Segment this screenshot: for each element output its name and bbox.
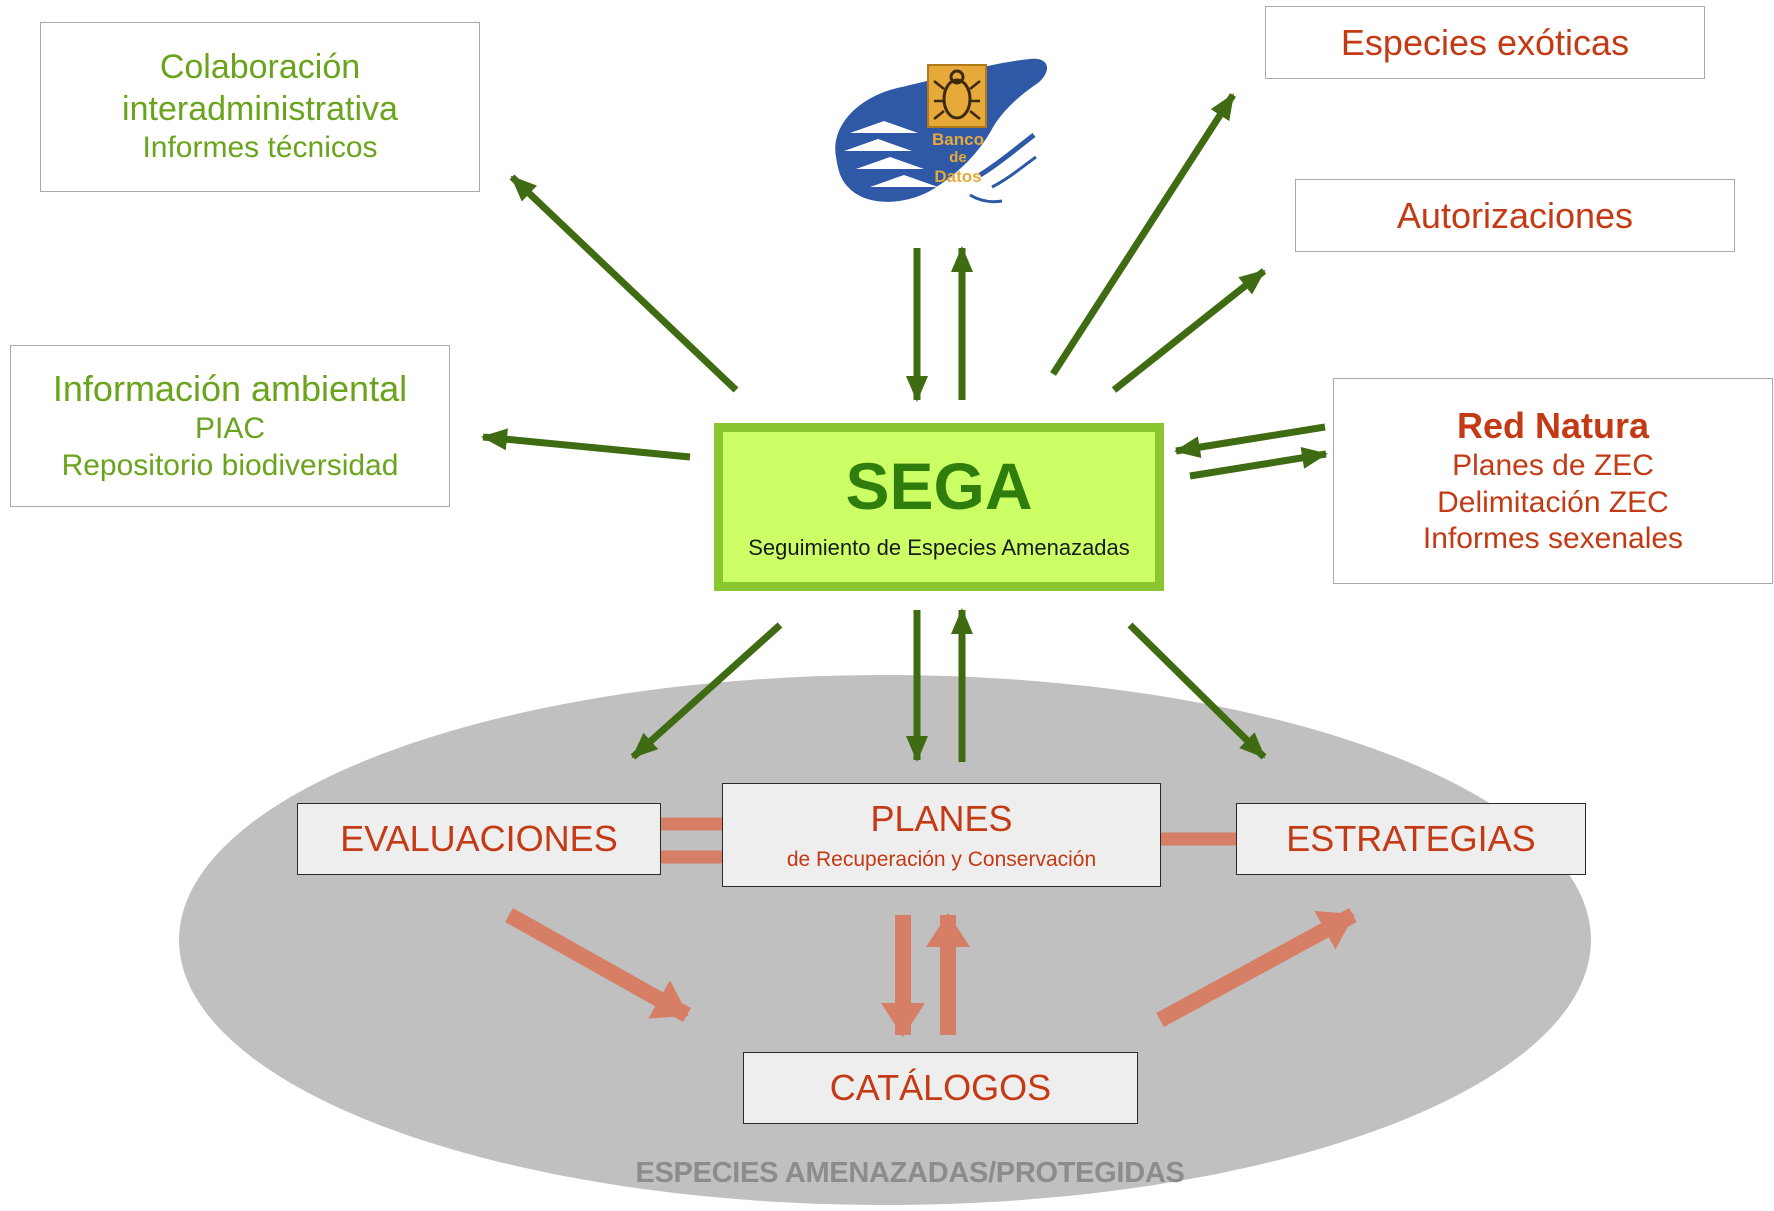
sega-box: SEGA Seguimiento de Especies Amenazadas	[714, 423, 1164, 591]
informacion-line1: Información ambiental	[52, 368, 408, 410]
arrow-to-evaluaciones	[630, 622, 783, 760]
logo-line2: de	[949, 149, 967, 166]
colaboracion-box: Colaboración interadministrativa Informe…	[40, 22, 480, 192]
estrategias-label: ESTRATEGIAS	[1286, 818, 1536, 860]
planes-subtitle: de Recuperación y Conservación	[786, 848, 1097, 872]
planes-box: PLANES de Recuperación y Conservación	[722, 783, 1161, 887]
red-natura-line3: Informes sexenales	[1422, 522, 1684, 556]
arrow-to-autorizaciones	[1111, 268, 1267, 393]
arrow-evaluaciones-to-catalogos	[505, 908, 691, 1022]
catalogos-box: CATÁLOGOS	[743, 1052, 1138, 1124]
informacion-line2: PIAC	[194, 412, 266, 446]
autorizaciones-label: Autorizaciones	[1396, 194, 1634, 236]
evaluaciones-box: EVALUACIONES	[297, 803, 661, 875]
arrow-to-colaboracion	[509, 174, 739, 393]
catalogos-label: CATÁLOGOS	[829, 1067, 1052, 1109]
colaboracion-line1: Colaboración	[159, 48, 361, 87]
autorizaciones-box: Autorizaciones	[1295, 179, 1735, 252]
logo-line3: Datos	[934, 167, 981, 186]
evaluaciones-label: EVALUACIONES	[340, 818, 618, 860]
informacion-box: Información ambiental PIAC Repositorio b…	[10, 345, 450, 507]
planes-title: PLANES	[870, 798, 1013, 840]
arrow-from-red-natura	[1174, 423, 1326, 459]
arrow-catalogos-to-estrategias	[1156, 907, 1357, 1028]
red-natura-line1: Planes de ZEC	[1452, 449, 1654, 483]
arrow-to-estrategias	[1127, 622, 1267, 760]
estrategias-box: ESTRATEGIAS	[1236, 803, 1586, 875]
colaboracion-line2: interadministrativa	[122, 89, 398, 128]
banco-de-datos-logo: Banco de Datos	[835, 58, 1048, 204]
logo-line1: Banco	[932, 130, 984, 149]
red-natura-line2: Delimitación ZEC	[1437, 485, 1669, 519]
arrow-to-red-natura	[1189, 446, 1328, 480]
arrow-to-exoticas	[1050, 93, 1236, 376]
arrow-to-informacion	[481, 428, 691, 461]
sega-output-arrows	[481, 93, 1328, 762]
sega-title: SEGA	[845, 449, 1033, 523]
colaboracion-line3: Informes técnicos	[142, 131, 378, 165]
informacion-line3: Repositorio biodiversidad	[61, 448, 399, 482]
red-natura-box: Red Natura Planes de ZEC Delimitación ZE…	[1333, 378, 1773, 584]
ellipse-label: ESPECIES AMENAZADAS/PROTEGIDAS	[635, 1157, 1185, 1189]
exoticas-box: Especies exóticas	[1265, 6, 1705, 79]
species-ellipse	[179, 675, 1591, 1205]
sega-subtitle: Seguimiento de Especies Amenazadas	[748, 535, 1130, 560]
exoticas-label: Especies exóticas	[1340, 21, 1630, 63]
red-natura-title: Red Natura	[1456, 405, 1650, 447]
